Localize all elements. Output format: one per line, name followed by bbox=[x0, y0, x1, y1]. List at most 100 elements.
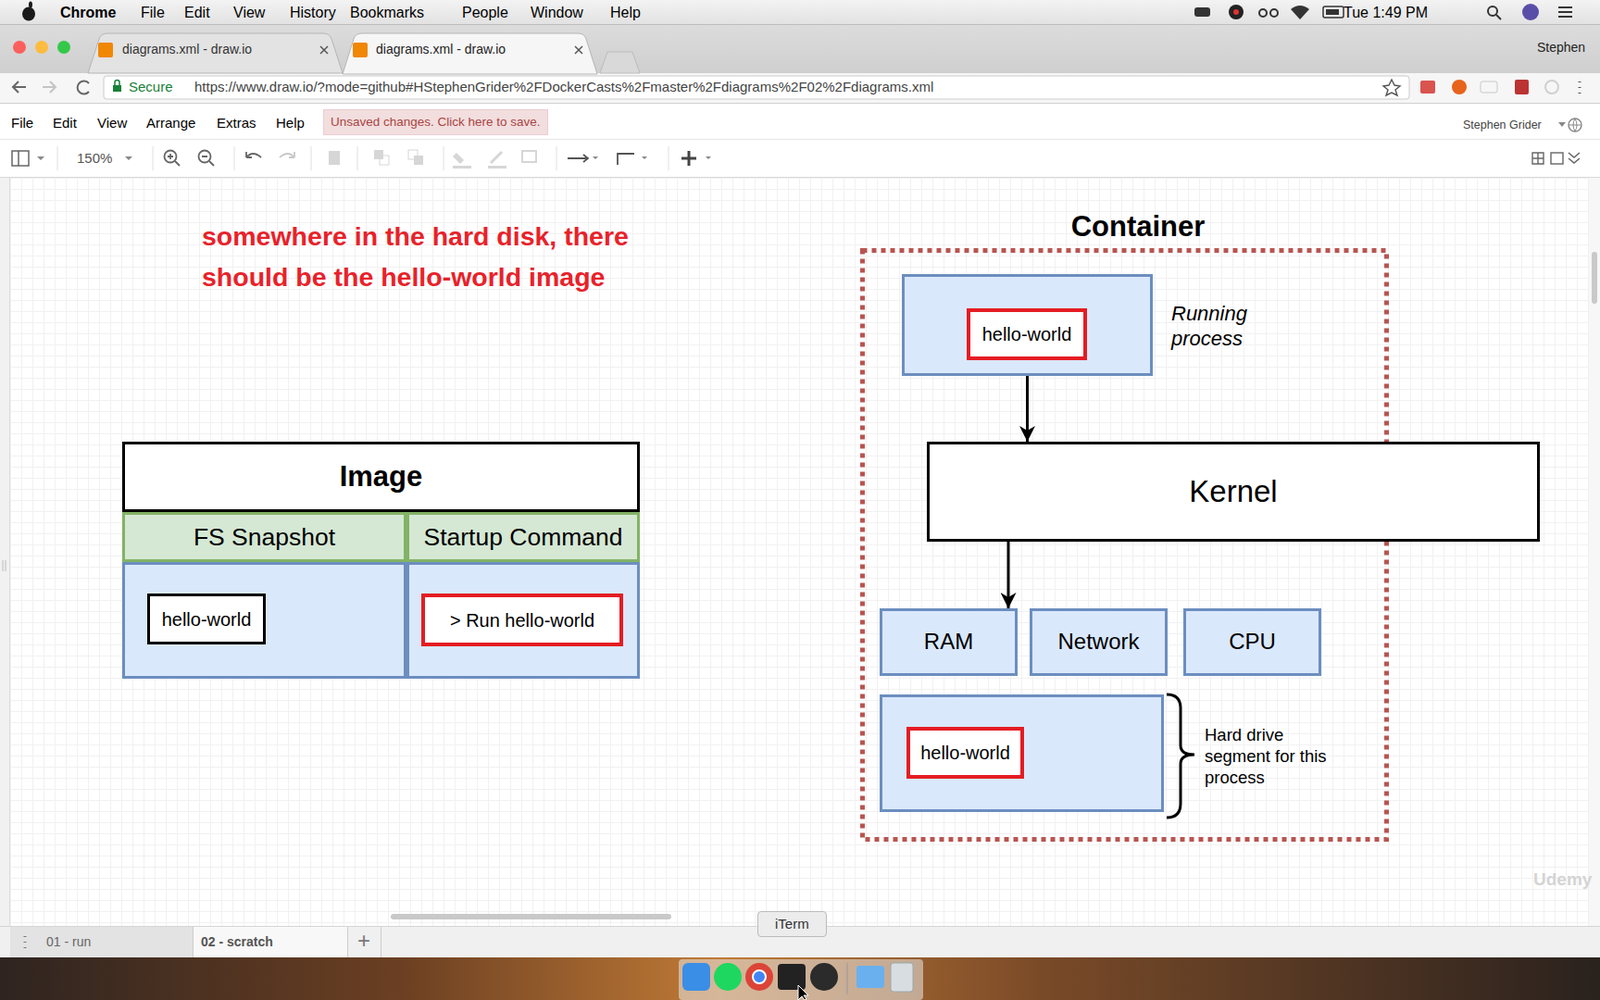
search-icon bbox=[1496, 14, 1501, 20]
tab-close bbox=[575, 46, 583, 54]
process-box: Running processhello-world bbox=[901, 274, 1153, 376]
page-tab-label: 02 - scratch bbox=[200, 934, 274, 950]
watermark: Udemy bbox=[1533, 869, 1592, 891]
container-title: Container bbox=[1071, 208, 1206, 246]
arrow-connector bbox=[1007, 541, 1011, 609]
page-menu bbox=[24, 936, 27, 949]
battery-icon bbox=[1323, 6, 1344, 18]
resource-box: RAM bbox=[879, 608, 1018, 676]
favicon bbox=[352, 42, 368, 58]
dropdown-caret bbox=[592, 156, 599, 160]
dock-icon bbox=[745, 962, 774, 991]
search-icon bbox=[1487, 6, 1498, 16]
kernel-box: Kernel bbox=[926, 441, 1540, 542]
tab-close bbox=[320, 46, 328, 54]
window-close bbox=[12, 40, 26, 54]
siri-icon bbox=[1522, 3, 1539, 21]
menu-item: File bbox=[140, 3, 165, 22]
language-icon bbox=[1568, 118, 1582, 132]
dock-tooltip: iTerm bbox=[757, 911, 827, 938]
profile-name: Stephen bbox=[1537, 39, 1586, 56]
dock-separator bbox=[847, 962, 849, 995]
menu-item: Extras bbox=[216, 114, 257, 132]
format-panel-icon bbox=[17, 150, 20, 166]
extension-icon bbox=[1480, 81, 1498, 93]
extension-icon bbox=[1545, 80, 1559, 94]
new-tab-button bbox=[600, 51, 640, 74]
kernel-label: Kernel bbox=[1188, 473, 1277, 511]
status-icon bbox=[1270, 9, 1278, 17]
extension-icon bbox=[1451, 79, 1467, 95]
dropdown-caret bbox=[37, 156, 45, 161]
browser-tab bbox=[87, 33, 343, 74]
panel-icon bbox=[1550, 152, 1563, 164]
fullscreen-icon bbox=[1532, 152, 1544, 164]
dock-icon bbox=[682, 962, 711, 991]
page-tab bbox=[10, 926, 194, 958]
file-box: hello-world bbox=[147, 593, 266, 645]
command-box: > Run hello-world bbox=[421, 593, 624, 647]
disk-caption: Hard drive segment for this process bbox=[1204, 724, 1346, 788]
image-table: ImageFS Snapshothello-worldStartup Comma… bbox=[122, 441, 640, 679]
dock-icon bbox=[856, 965, 885, 988]
dock-icon bbox=[890, 962, 913, 992]
column-header: FS Snapshot bbox=[193, 512, 336, 563]
line-color-icon bbox=[490, 151, 502, 163]
menu-item: History bbox=[289, 3, 337, 22]
container-border bbox=[862, 250, 1388, 840]
unsaved-notice: Unsaved changes. Click here to save. bbox=[323, 109, 549, 136]
file-name: hello-world bbox=[162, 608, 252, 631]
table-title: Image bbox=[339, 441, 424, 513]
status-icon bbox=[1259, 9, 1267, 17]
menu-item: Help bbox=[610, 3, 641, 22]
url-text: https://www.draw.io/?mode=github#HStephe… bbox=[194, 78, 934, 96]
extension-icon bbox=[1420, 80, 1436, 94]
lock-icon bbox=[114, 80, 120, 86]
to-front-icon bbox=[374, 150, 384, 160]
secure-badge: Secure bbox=[128, 78, 174, 96]
insert-icon bbox=[681, 150, 697, 166]
zoom-in-icon bbox=[167, 153, 180, 166]
menu-item: Edit bbox=[52, 114, 77, 132]
resource-label: CPU bbox=[1228, 628, 1276, 656]
tab-title: diagrams.xml - draw.io bbox=[122, 41, 252, 58]
app-toolbar bbox=[0, 138, 1600, 178]
back-button bbox=[12, 81, 26, 93]
window-minimize bbox=[35, 40, 49, 54]
app-menu: Chrome bbox=[60, 3, 116, 22]
add-page-label: + bbox=[357, 927, 371, 955]
dropdown-caret bbox=[641, 156, 648, 160]
file-name: hello-world bbox=[982, 323, 1073, 346]
clock: Tue 1:49 PM bbox=[1343, 3, 1428, 22]
disk-segment-box: Hard drive segment for this processhello… bbox=[879, 694, 1164, 813]
file-box: hello-world bbox=[906, 726, 1025, 779]
dock-icon bbox=[777, 963, 806, 990]
url-field bbox=[103, 75, 1410, 100]
format-panel-icon bbox=[12, 150, 29, 166]
zoom-out-icon bbox=[201, 156, 214, 166]
connection-icon bbox=[567, 154, 588, 163]
browser-tab bbox=[342, 33, 598, 75]
toolbar-separator bbox=[57, 146, 669, 171]
wifi-icon bbox=[1290, 5, 1310, 20]
window-zoom bbox=[57, 40, 71, 54]
delete-icon bbox=[328, 150, 340, 165]
forward-button bbox=[42, 81, 56, 93]
user-name: Stephen Grider bbox=[1462, 118, 1542, 133]
dock-icon bbox=[752, 970, 766, 984]
container-region: ContainerRunning processhello-worldKerne… bbox=[860, 208, 1416, 842]
lock-icon bbox=[112, 85, 122, 92]
menu-item: Bookmarks bbox=[350, 3, 425, 22]
dock-icon bbox=[810, 962, 838, 991]
menu-item: File bbox=[11, 114, 34, 132]
to-front-icon bbox=[379, 155, 389, 165]
mouse-pointer bbox=[798, 985, 809, 1000]
extension-icon bbox=[1514, 79, 1529, 95]
reload-button bbox=[77, 81, 89, 95]
collapse-icon bbox=[1568, 152, 1580, 163]
resource-box: CPU bbox=[1183, 608, 1322, 676]
scroll-thumb bbox=[390, 913, 672, 920]
status-icon bbox=[1228, 4, 1244, 20]
resource-label: Network bbox=[1057, 628, 1139, 656]
dock-icon bbox=[713, 962, 742, 991]
